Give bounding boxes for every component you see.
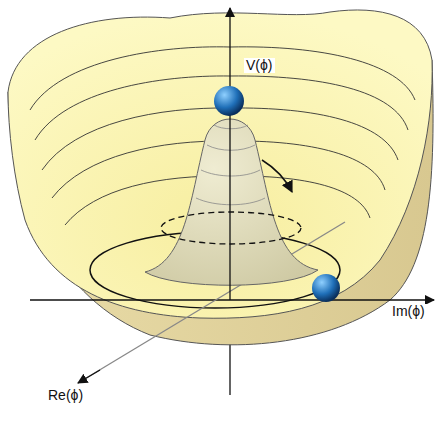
axis-label: Re(ϕ) bbox=[46, 388, 85, 403]
ball bbox=[312, 274, 340, 302]
axis-line bbox=[30, 299, 434, 300]
central-hump bbox=[145, 119, 318, 285]
axis-label: V(ϕ) bbox=[244, 58, 275, 73]
dashed-ring bbox=[161, 212, 301, 244]
contour bbox=[214, 125, 248, 129]
axis-arrow bbox=[78, 370, 100, 383]
axis-line bbox=[229, 8, 230, 300]
ball bbox=[214, 86, 244, 116]
roll-arrow bbox=[262, 160, 292, 192]
bowl-inner bbox=[8, 10, 432, 318]
axis-label: Im(ϕ) bbox=[390, 304, 427, 319]
contour bbox=[207, 145, 255, 150]
